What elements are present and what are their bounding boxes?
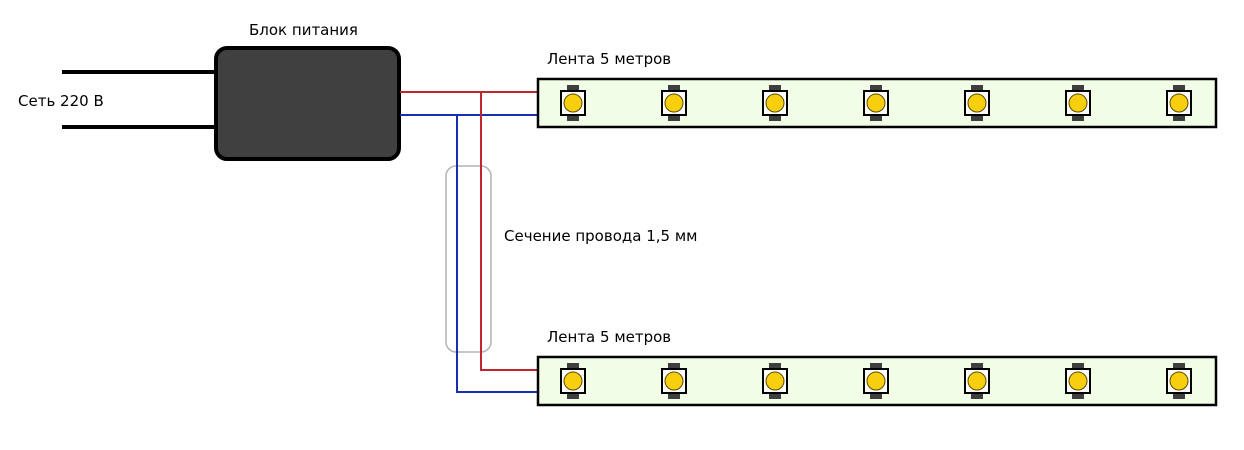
led	[560, 85, 586, 121]
led-lens	[765, 371, 785, 391]
led	[762, 85, 788, 121]
strip-top-label: Лента 5 метров	[547, 50, 671, 68]
led-group-bottom	[560, 363, 1192, 399]
led	[560, 363, 586, 399]
led-lens	[563, 371, 583, 391]
positive-wire-branch	[480, 92, 538, 371]
wire-section-label: Сечение провода 1,5 мм	[504, 227, 697, 245]
led-group-top	[560, 85, 1192, 121]
led	[863, 85, 889, 121]
led-lens	[563, 93, 583, 113]
led-lens	[1068, 371, 1088, 391]
led	[1065, 363, 1091, 399]
led	[661, 363, 687, 399]
led	[1065, 85, 1091, 121]
led-lens	[1169, 371, 1189, 391]
led-lens	[765, 93, 785, 113]
strip-bottom-label: Лента 5 метров	[547, 328, 671, 346]
led-lens	[664, 371, 684, 391]
led-lens	[1068, 93, 1088, 113]
led-lens	[967, 371, 987, 391]
led	[863, 363, 889, 399]
negative-wire-branch	[456, 115, 538, 393]
led	[661, 85, 687, 121]
led-lens	[664, 93, 684, 113]
led-lens	[866, 371, 886, 391]
led	[964, 363, 990, 399]
power-supply-label: Блок питания	[249, 21, 358, 39]
power-supply-box	[214, 46, 401, 161]
led-lens	[967, 93, 987, 113]
led	[964, 85, 990, 121]
mains-label: Сеть 220 В	[18, 92, 104, 110]
led	[762, 363, 788, 399]
led-lens	[866, 93, 886, 113]
led	[1166, 85, 1192, 121]
led-lens	[1169, 93, 1189, 113]
led	[1166, 363, 1192, 399]
cable-sheath	[445, 165, 492, 353]
